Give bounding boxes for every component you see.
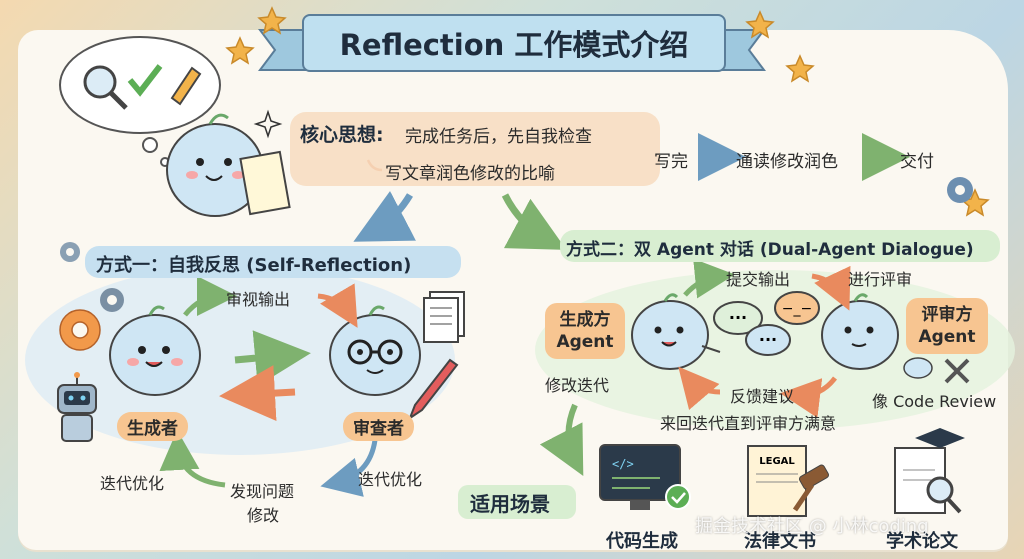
scenarios-header-band (458, 485, 576, 519)
scenario-academic: 学术论文 (886, 531, 958, 552)
ribbon-left (258, 29, 306, 71)
reviewer-mascot (329, 305, 421, 396)
sparkle-icon (253, 109, 283, 139)
legal-label: LEGAL (759, 456, 795, 467)
core-label: 核心思想: (300, 124, 384, 146)
svg-text:−_−: −_− (782, 301, 812, 317)
arrow-to-mode2 (501, 193, 567, 250)
flow-step-2: 通读修改润色 (736, 152, 838, 172)
pen-icon (407, 358, 459, 421)
mode2-feedback: 反馈建议 (730, 387, 795, 406)
check-icon (127, 64, 163, 97)
mode1-step-review: 审视输出 (226, 290, 291, 309)
page-title: Reflection 工作模式介绍 (302, 14, 726, 72)
gen-agent-line1: 生成方 (559, 310, 611, 330)
mode1-header-band (85, 246, 461, 278)
star-icon (785, 54, 815, 83)
scenarios-header: 适用场景 (470, 492, 550, 516)
chat-bubble-icon: ··· (713, 301, 763, 335)
generator-mascot (109, 305, 201, 396)
watermark: 掘金技术社区 @ 小林coding (695, 516, 929, 537)
magnifier-icon (926, 476, 954, 504)
legal-document-icon: LEGAL (747, 445, 830, 517)
gen-agent-mascot (631, 293, 709, 370)
magnifier-icon (83, 65, 117, 99)
star-icon (257, 6, 287, 35)
mode1-header: 方式一：自我反思 (Self-Reflection) (96, 255, 412, 276)
mode1-modify: 修改 (247, 506, 280, 525)
mode2-submit: 提交输出 (726, 270, 791, 289)
gear-icon (59, 309, 101, 351)
arrow-to-mode1 (353, 190, 416, 242)
mode2-header: 方式二：双 Agent 对话 (Dual-Agent Dialogue) (566, 240, 974, 260)
mode2-header-band (560, 230, 1000, 262)
svg-text:···: ··· (729, 308, 747, 327)
rev-agent-line1: 评审方 (921, 305, 973, 325)
mode1-find-problem: 发现问题 (230, 482, 295, 501)
gear-icon (60, 242, 80, 262)
rev-agent-mascot (821, 293, 899, 370)
chat-bubble-icon (903, 357, 933, 379)
rev-agent-badge: 评审方 Agent (906, 298, 988, 354)
mode1-iterate-left: 迭代优化 (100, 474, 165, 493)
star-icon (745, 10, 775, 39)
flow-step-3: 交付 (900, 152, 934, 172)
gavel-icon (798, 464, 830, 490)
pencil-icon (170, 66, 202, 106)
svg-text:···: ··· (759, 330, 777, 349)
code-monitor-icon: </> (599, 444, 691, 510)
core-idea-panel (290, 112, 660, 186)
document-icon (239, 150, 291, 216)
gear-icon (947, 177, 973, 203)
flow-step-1: 写完 (654, 152, 688, 172)
mascot-main (166, 113, 291, 217)
papers-icon (423, 291, 465, 343)
academic-paper-icon (894, 428, 965, 514)
chat-bubble-icon: −_− (774, 291, 820, 325)
robot-icon (57, 372, 97, 442)
chat-bubble-icon: ··· (745, 324, 791, 356)
generator-badge: 生成者 (117, 412, 188, 441)
tools-icon (944, 358, 970, 384)
mode1-iterate-right: 迭代优化 (358, 470, 423, 489)
ribbon-right (718, 29, 766, 71)
mode2-review: 进行评审 (848, 270, 913, 289)
gear-icon (100, 288, 124, 312)
star-icon (225, 36, 255, 65)
mode2-modify-iterate: 修改迭代 (545, 376, 610, 395)
mode2-code-review: 像 Code Review (872, 392, 997, 411)
reviewer-badge: 审查者 (343, 412, 414, 441)
scenario-code: 代码生成 (606, 531, 678, 552)
rev-agent-line2: Agent (918, 327, 976, 347)
core-text: 完成任务后，先自我检查 (405, 127, 592, 147)
svg-text:</>: </> (612, 457, 634, 471)
scenario-legal: 法律文书 (744, 531, 816, 552)
mode2-loop-note: 来回迭代直到评审方满意 (660, 414, 837, 433)
gen-agent-line2: Agent (556, 332, 614, 352)
thought-cloud (59, 36, 221, 167)
core-metaphor: 写文章润色修改的比喻 (385, 164, 555, 184)
gen-agent-badge: 生成方 Agent (545, 303, 625, 359)
